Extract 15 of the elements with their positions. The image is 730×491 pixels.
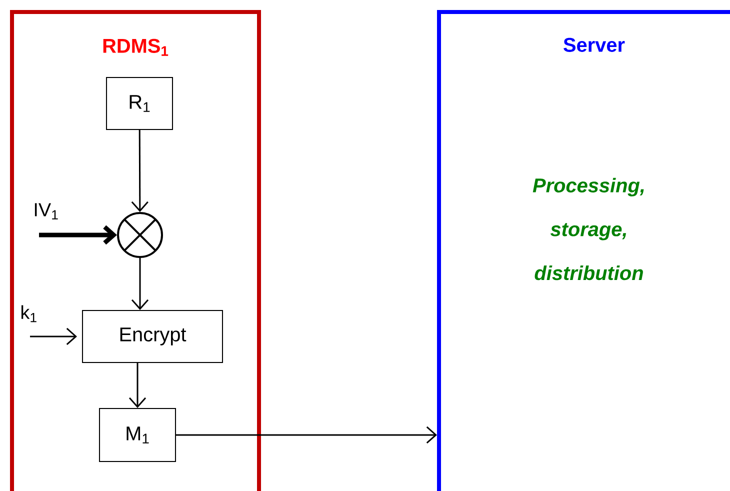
process-box: M$_{1}$ (99, 408, 176, 462)
arrow (128, 363, 146, 408)
panel-title: RDMS$_{1}$ (103, 38, 168, 56)
input-label: k$_{1}$ (22, 305, 36, 322)
arrow (39, 225, 117, 245)
panel-title: Server (564, 38, 625, 52)
arrow (131, 130, 148, 212)
panel-text: Processing, storage, distribution (532, 178, 644, 280)
arrow (30, 328, 77, 346)
input-label: IV$_{1}$ (34, 203, 58, 220)
arrow (176, 426, 437, 444)
xor-symbol (117, 212, 163, 258)
process-box: Encrypt (82, 310, 223, 363)
arrow (131, 258, 149, 310)
process-box: R$_{1}$ (106, 77, 173, 130)
